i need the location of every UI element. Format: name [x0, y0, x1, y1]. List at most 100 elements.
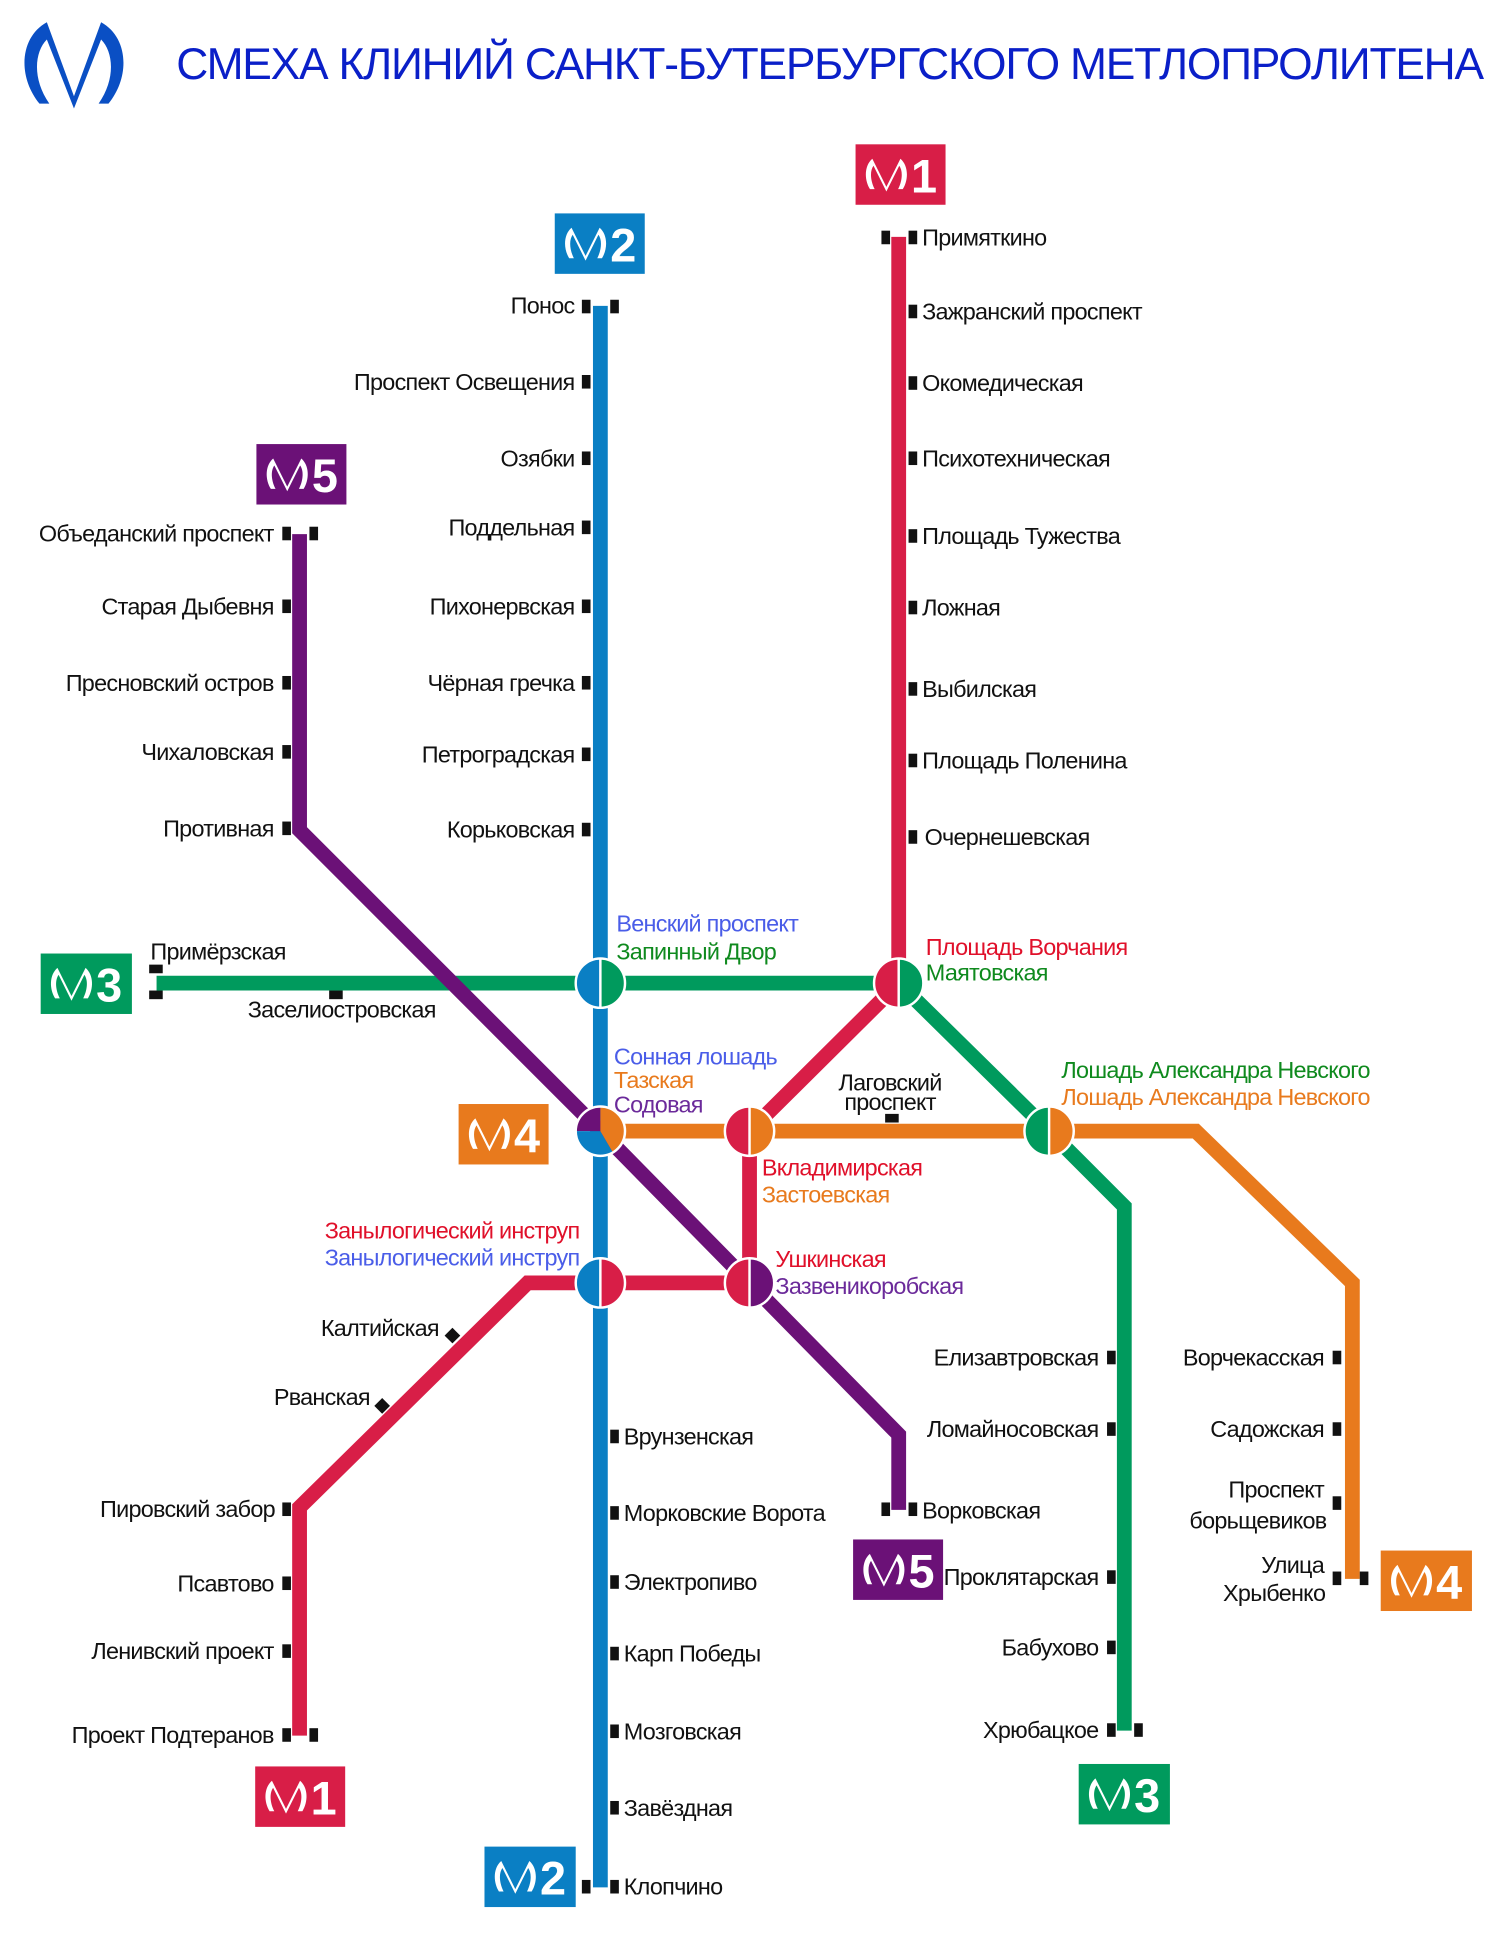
svg-text:2: 2: [610, 219, 636, 271]
svg-text:1: 1: [911, 150, 937, 202]
station-label[interactable]: Зажранский проспект: [922, 298, 1143, 324]
station-label[interactable]: Пихонервская: [430, 593, 576, 619]
line-4-stations: Лаговский проспект Ворчекасская Садожска…: [839, 1069, 1328, 1606]
station-label[interactable]: Содовая: [614, 1092, 704, 1118]
station-label[interactable]: Примяткино: [922, 224, 1048, 250]
station-label[interactable]: Ложная: [922, 595, 1001, 621]
interchange-vorchaniya[interactable]: [872, 957, 925, 1010]
station-label[interactable]: Занылогический инструп: [325, 1245, 580, 1271]
line-3-badge-left: 3: [40, 953, 132, 1014]
station-label[interactable]: Карп Победы: [624, 1641, 761, 1667]
svg-text:3: 3: [96, 960, 122, 1012]
station-label[interactable]: Понос: [511, 292, 577, 318]
station-label[interactable]: Морковские Ворота: [624, 1500, 828, 1526]
station-label[interactable]: Противная: [163, 815, 274, 841]
station-label[interactable]: Сонная лошадь: [614, 1044, 778, 1070]
interchange-zanylog[interactable]: [574, 1256, 627, 1309]
station-label[interactable]: Улица: [1261, 1552, 1326, 1578]
station-label[interactable]: Чихаловская: [141, 739, 274, 765]
station-label[interactable]: Проклятарская: [944, 1564, 1100, 1590]
station-label[interactable]: Проспект Освещения: [354, 369, 575, 395]
map-title: СМЕХА КЛИНИЙ САНКТ-БУТЕРБУРГСКОГО МЕТЛОП…: [176, 38, 1484, 89]
line-5-stations: Объеданский проспект Старая Дыбевня Прес…: [39, 521, 1041, 1524]
station-ticks: [149, 230, 1369, 1894]
station-label[interactable]: Вкладимирская: [762, 1155, 923, 1181]
svg-text:3: 3: [1134, 1770, 1160, 1822]
station-label[interactable]: Садожская: [1210, 1416, 1325, 1442]
station-label[interactable]: Объеданский проспект: [39, 521, 276, 547]
station-label[interactable]: Петроградская: [422, 741, 575, 767]
station-label[interactable]: Ворчекасская: [1183, 1345, 1325, 1371]
station-label[interactable]: Мозговская: [624, 1718, 742, 1744]
svg-text:4: 4: [1436, 1557, 1462, 1609]
station-label[interactable]: Электропиво: [624, 1569, 758, 1595]
station-label[interactable]: борьщевиков: [1189, 1507, 1327, 1533]
station-label[interactable]: Площадь Поленина: [922, 747, 1129, 773]
interchange-sonnaya[interactable]: [574, 1105, 627, 1158]
svg-text:1: 1: [311, 1773, 337, 1825]
interchange-labels: Венский проспект Запинный Двор Площадь В…: [325, 910, 1372, 1299]
station-label[interactable]: Лошадь Александра Невского: [1061, 1057, 1371, 1083]
svg-text:2: 2: [540, 1853, 566, 1905]
station-label[interactable]: Окомедическая: [922, 370, 1084, 396]
station-label[interactable]: Поддельная: [448, 514, 575, 540]
interchange-nevskogo[interactable]: [1023, 1105, 1075, 1158]
line-3-stations: Примёрзская Заселиостровская Елизавтровс…: [150, 939, 1099, 1743]
station-label[interactable]: Зазвеникоробская: [775, 1273, 964, 1299]
station-label[interactable]: Ворковская: [922, 1497, 1041, 1523]
station-label[interactable]: Ломайносовская: [927, 1416, 1099, 1442]
station-label[interactable]: Запинный Двор: [616, 939, 777, 965]
station-label[interactable]: Чёрная гречка: [428, 670, 577, 696]
station-label[interactable]: Застоевская: [762, 1182, 890, 1208]
station-label[interactable]: Заселиостровская: [248, 997, 437, 1023]
station-label[interactable]: Ленивский проект: [91, 1638, 275, 1664]
line-3-badge-bottom: 3: [1078, 1763, 1170, 1825]
station-label[interactable]: Лошадь Александра Невского: [1061, 1084, 1371, 1110]
station-label[interactable]: Пресновский остров: [66, 670, 275, 696]
line-2-badge-bottom: 2: [484, 1846, 576, 1908]
station-label[interactable]: Клопчино: [624, 1874, 724, 1900]
line-4-badge-right: 4: [1380, 1550, 1472, 1612]
station-label[interactable]: Примёрзская: [150, 939, 286, 965]
station-label[interactable]: Маятовская: [926, 960, 1049, 986]
station-label[interactable]: Проект Подтеранов: [72, 1722, 275, 1748]
interchange-ushkinskaya[interactable]: [723, 1256, 776, 1309]
station-label[interactable]: Проспект: [1228, 1477, 1325, 1503]
svg-text:5: 5: [909, 1546, 935, 1598]
station-label[interactable]: Психотехническая: [922, 445, 1111, 471]
station-label[interactable]: Корьковская: [447, 817, 575, 843]
station-label[interactable]: Бабухово: [1002, 1634, 1100, 1660]
station-label[interactable]: Завёздная: [624, 1795, 733, 1821]
line-1-stations: Примяткино Зажранский проспект Окомедиче…: [72, 224, 1144, 1748]
station-label[interactable]: Площадь Ворчания: [926, 934, 1128, 960]
station-label[interactable]: Хрыбенко: [1223, 1580, 1327, 1606]
station-label[interactable]: проспект: [844, 1089, 937, 1115]
station-label[interactable]: Площадь Тужества: [922, 523, 1122, 549]
line-5-track: [292, 534, 907, 1510]
station-label[interactable]: Озябки: [501, 445, 576, 471]
station-label[interactable]: Калтийская: [321, 1315, 440, 1341]
station-label[interactable]: Хрюбацкое: [983, 1717, 1099, 1743]
interchange-vkladimirskaya[interactable]: [723, 1105, 776, 1158]
station-label[interactable]: Рванская: [274, 1384, 371, 1410]
line-4-track: [600, 1123, 1360, 1579]
station-label[interactable]: Выбилская: [922, 676, 1037, 702]
svg-text:4: 4: [514, 1110, 540, 1162]
station-label[interactable]: Псавтово: [177, 1570, 275, 1596]
line-2-badge-top: 2: [554, 213, 645, 274]
svg-text:5: 5: [312, 450, 338, 502]
line-2-stations: Понос Проспект Освещения Озябки Поддельн…: [354, 292, 827, 1899]
line-5-badge-top: 5: [256, 444, 347, 505]
station-label[interactable]: Занылогический инструп: [325, 1217, 580, 1243]
station-label[interactable]: Лаговский: [839, 1069, 943, 1095]
station-label[interactable]: Тазская: [614, 1067, 694, 1093]
station-label[interactable]: Пировский забор: [100, 1496, 276, 1522]
interchange-venskiy[interactable]: [574, 957, 627, 1010]
station-label[interactable]: Елизавтровская: [934, 1345, 1100, 1371]
metro-logo-icon: [24, 22, 124, 109]
station-label[interactable]: Старая Дыбевня: [101, 593, 274, 619]
station-label[interactable]: Венский проспект: [616, 910, 799, 936]
station-label[interactable]: Ушкинская: [775, 1246, 886, 1272]
station-label[interactable]: Врунзенская: [624, 1423, 754, 1449]
station-label[interactable]: Очернешевская: [925, 824, 1091, 850]
